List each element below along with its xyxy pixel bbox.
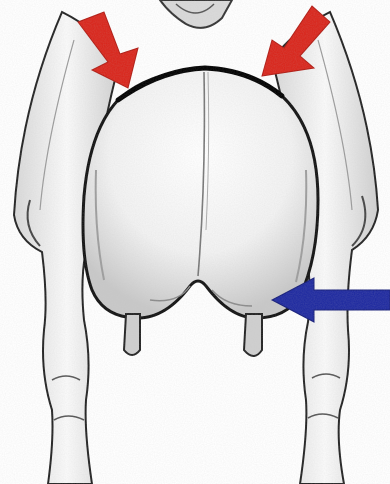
paper-grain — [0, 0, 390, 484]
illustration-canvas — [0, 0, 390, 484]
udder-sketch — [0, 0, 390, 484]
